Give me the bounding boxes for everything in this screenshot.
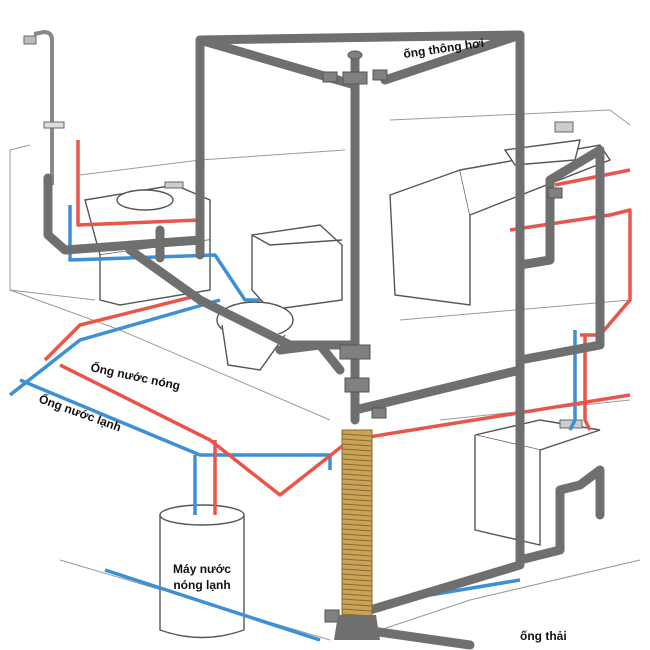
- toilet: [216, 224, 343, 371]
- pipe-fittings: [322, 50, 563, 623]
- water-heater-label-line2: nóng lạnh: [173, 578, 230, 592]
- water-heater-label-line1: Máy nước: [173, 562, 231, 576]
- drain-vent-pipes: [43, 30, 605, 650]
- drain-pipe-label: ống thải: [520, 629, 567, 643]
- faucet-top-left: [23, 29, 65, 185]
- cold-water-pipe-label: Ống nước lạnh: [37, 391, 123, 435]
- corrugated-drain-stack: [334, 429, 380, 640]
- hot-water-pipes: [43, 140, 632, 515]
- kitchen-counter: [389, 121, 612, 306]
